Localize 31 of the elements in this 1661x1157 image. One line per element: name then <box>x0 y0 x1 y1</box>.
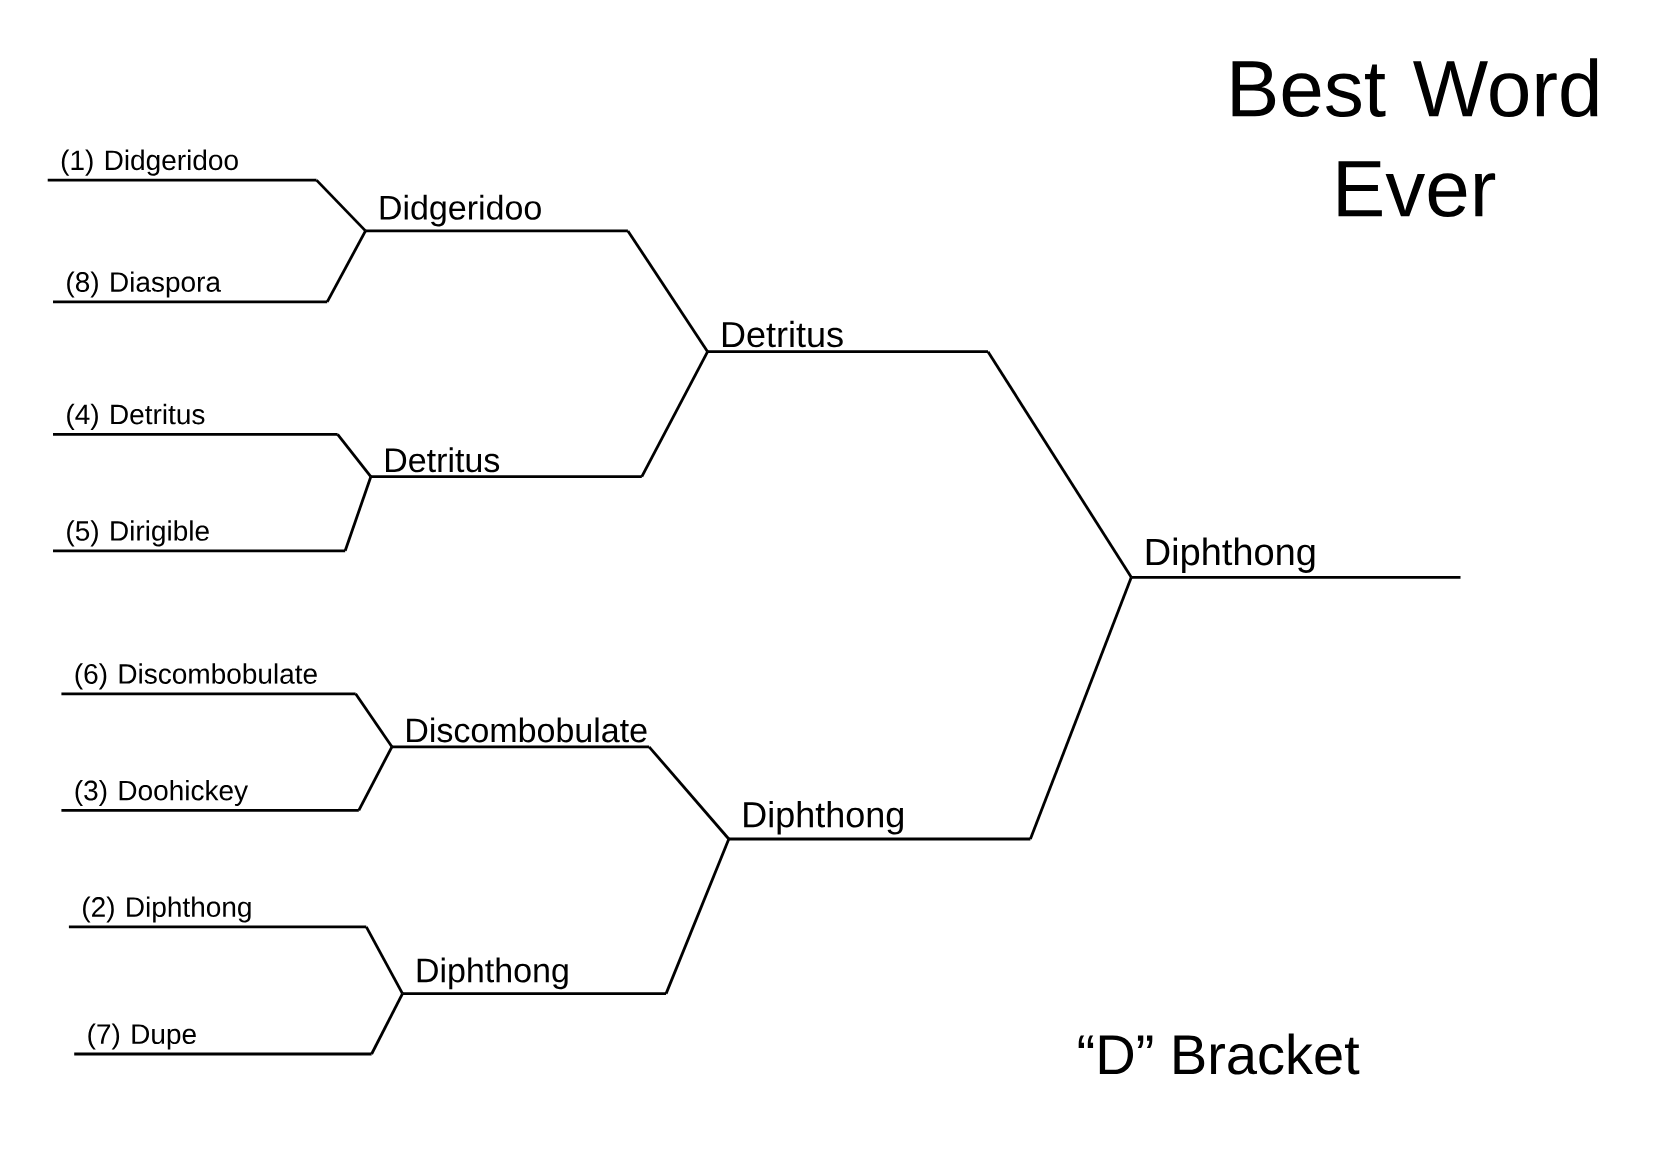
bracket-line <box>325 230 367 303</box>
bracket-slot: Discombobulate <box>391 717 650 749</box>
bracket-slot: (8) Diaspora <box>53 271 328 304</box>
bracket-line <box>664 838 731 995</box>
bracket-slot: Detritus <box>370 447 642 479</box>
bracket-name: “D” Bracket <box>1078 1033 1360 1075</box>
bracket-slot: (5) Dirigible <box>53 520 346 553</box>
bracket-line <box>336 433 372 478</box>
bracket-slot: Diphthong <box>1131 537 1461 579</box>
bracket-slot: (7) Dupe <box>74 1023 372 1056</box>
bracket-line <box>626 230 709 353</box>
bracket-slot: (3) Doohickey <box>61 779 359 812</box>
bracket-slot: Diphthong <box>728 801 1031 841</box>
bracket-line <box>640 351 709 478</box>
bracket-line <box>315 179 367 232</box>
bracket-slot: Didgeridoo <box>365 194 628 233</box>
bracket-line <box>343 476 373 552</box>
bracket-line <box>1029 576 1133 840</box>
bracket-slot: Diphthong <box>402 957 667 995</box>
bracket-line <box>357 746 394 812</box>
bracket-line <box>354 693 394 748</box>
bracket-line <box>365 926 404 995</box>
bracket-line <box>986 350 1133 579</box>
bracket-line <box>648 745 730 840</box>
bracket-slot: (2) Diphthong <box>68 896 367 929</box>
bracket-slot: (4) Detritus <box>53 403 338 436</box>
title: Best Word Ever <box>1232 58 1598 218</box>
bracket-line <box>370 992 404 1055</box>
bracket-slot: (6) Discombobulate <box>61 663 356 696</box>
bracket-slot: (1) Didgeridoo <box>47 149 317 182</box>
bracket-slot: Detritus <box>707 320 988 354</box>
